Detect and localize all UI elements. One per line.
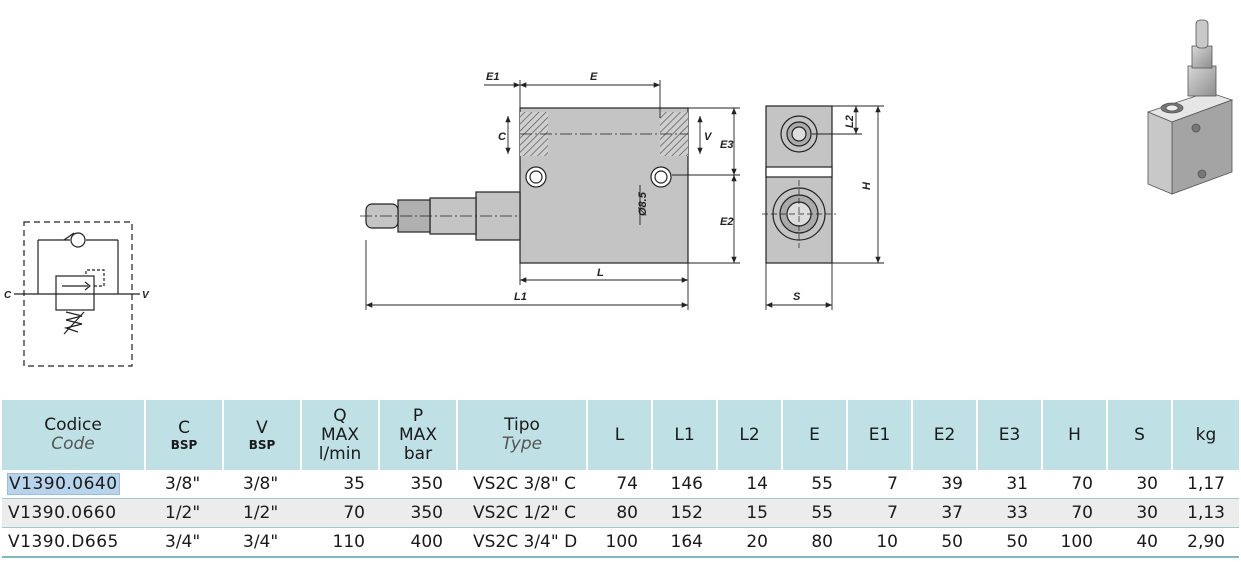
cell-p: 350 [379, 470, 457, 499]
dim-label-c: C [498, 131, 507, 143]
cell-e1: 7 [847, 498, 912, 528]
table-row[interactable]: V1390.D665 3/4" 3/4" 110 400 VS2C 3/4" D… [2, 527, 1239, 557]
dim-label-e: E [590, 71, 598, 83]
cell-l: 100 [587, 527, 652, 557]
cell-tipo: VS2C 1/2" C [457, 498, 587, 528]
dim-label-e3: E3 [720, 139, 733, 151]
cell-code[interactable]: V1390.D665 [2, 527, 145, 557]
cell-q: 110 [301, 527, 379, 557]
dim-label-v: V [704, 131, 713, 143]
cell-l2: 20 [717, 527, 782, 557]
cell-h: 70 [1042, 498, 1107, 528]
header-e3: E3 [977, 400, 1043, 470]
cell-e: 55 [782, 498, 847, 528]
cell-l: 80 [587, 498, 652, 528]
cell-c: 1/2" [145, 498, 223, 528]
cell-kg: 1,17 [1172, 470, 1239, 499]
cell-e1: 10 [847, 527, 912, 557]
side-view [360, 107, 689, 264]
cell-e2: 37 [912, 498, 977, 528]
dim-label-e2: E2 [720, 216, 733, 228]
end-view [762, 105, 836, 264]
cell-code[interactable]: V1390.0640 [2, 470, 145, 499]
cell-e: 55 [782, 470, 847, 499]
cell-s: 30 [1107, 498, 1172, 528]
dim-label-l: L [597, 267, 604, 279]
cell-q: 70 [301, 498, 379, 528]
cell-v: 1/2" [223, 498, 301, 528]
cell-kg: 1,13 [1172, 498, 1239, 528]
cell-v: 3/8" [223, 470, 301, 499]
cell-l2: 15 [717, 498, 782, 528]
cell-l1: 152 [652, 498, 717, 528]
cell-l: 74 [587, 470, 652, 499]
dim-label-l1: L1 [514, 291, 527, 303]
cell-p: 350 [379, 498, 457, 528]
cell-c: 3/8" [145, 470, 223, 499]
cell-tipo: VS2C 3/4" D [457, 527, 587, 557]
header-l1: L1 [652, 400, 718, 470]
hydraulic-symbol [14, 221, 140, 367]
cell-s: 30 [1107, 470, 1172, 499]
header-e: E [782, 400, 848, 470]
cell-l1: 164 [652, 527, 717, 557]
symbol-label-c: C [4, 290, 12, 301]
cell-e: 80 [782, 527, 847, 557]
cell-e3: 50 [977, 527, 1042, 557]
cell-code[interactable]: V1390.0660 [2, 498, 145, 528]
header-l: L [587, 400, 653, 470]
product-image [1146, 19, 1234, 195]
cell-e3: 33 [977, 498, 1042, 528]
symbol-label-v: V [142, 290, 150, 301]
dim-label-d85: Ø8.5 [637, 191, 649, 216]
cell-e2: 39 [912, 470, 977, 499]
cell-tipo: VS2C 3/8" C [457, 470, 587, 499]
cell-c: 3/4" [145, 527, 223, 557]
cell-kg: 2,90 [1172, 527, 1239, 557]
dim-label-l2: L2 [844, 115, 856, 128]
cell-e1: 7 [847, 470, 912, 499]
cell-v: 3/4" [223, 527, 301, 557]
cell-l1: 146 [652, 470, 717, 499]
cell-h: 100 [1042, 527, 1107, 557]
header-l2: L2 [717, 400, 783, 470]
table-row[interactable]: V1390.0660 1/2" 1/2" 70 350 VS2C 1/2" C … [2, 498, 1239, 528]
cell-s: 40 [1107, 527, 1172, 557]
dim-label-h: H [861, 181, 873, 190]
cell-l2: 14 [717, 470, 782, 499]
header-h: H [1042, 400, 1108, 470]
dimension-lines-side [365, 80, 740, 310]
dim-label-e1: E1 [486, 71, 499, 83]
cell-p: 400 [379, 527, 457, 557]
cell-h: 70 [1042, 470, 1107, 499]
technical-drawing: C V E1 E C V E [4, 19, 1234, 367]
table-row[interactable]: V1390.0640 3/8" 3/8" 35 350 VS2C 3/8" C … [2, 470, 1239, 499]
header-kg: kg [1172, 400, 1239, 470]
header-e2: E2 [912, 400, 978, 470]
header-e1: E1 [847, 400, 913, 470]
cell-q: 35 [301, 470, 379, 499]
cell-e3: 31 [977, 470, 1042, 499]
dim-label-s: S [793, 291, 801, 303]
cell-e2: 50 [912, 527, 977, 557]
dimension-lines-end [765, 105, 884, 310]
header-s: S [1107, 400, 1173, 470]
